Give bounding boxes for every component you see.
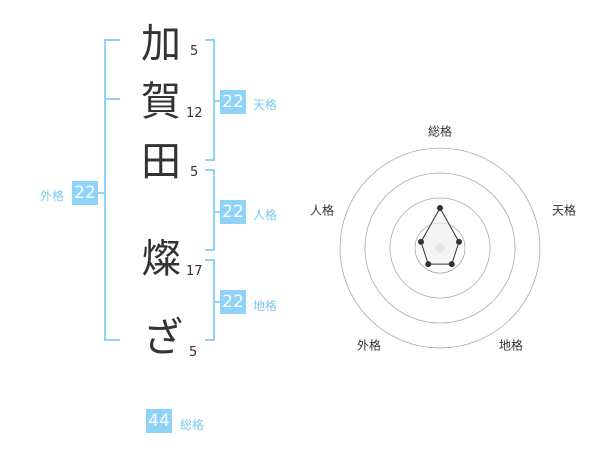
radar-point-5 <box>417 238 424 245</box>
radar-ring-4 <box>339 147 541 349</box>
name-char-3: 田 <box>141 139 181 185</box>
tenkaku-value: 22 <box>220 90 246 114</box>
radar-axis-label-3: 地格 <box>499 338 523 353</box>
gaikaku-label: 外格 <box>40 189 65 203</box>
radar-axis-label-1: 総格 <box>428 124 452 139</box>
stroke-count-3: 5 <box>190 165 199 180</box>
jinkaku-bracket <box>205 169 215 251</box>
radar-point-2 <box>456 238 463 245</box>
name-char-4: 燦 <box>141 236 181 282</box>
stroke-count-4: 17 <box>186 264 203 279</box>
tenkaku-label: 天格 <box>253 98 278 112</box>
gaikaku-value: 22 <box>72 181 98 205</box>
radar-axis-label-4: 外格 <box>357 338 381 353</box>
name-char-2: 賀 <box>141 79 181 125</box>
radar-axis-label-5: 人格 <box>310 203 334 218</box>
chikaku-value: 22 <box>220 290 246 314</box>
stroke-count-5: 5 <box>189 345 198 360</box>
radar-point-3 <box>448 261 455 268</box>
radar-series-polygon <box>420 206 460 265</box>
stroke-count-2: 12 <box>186 106 203 121</box>
gaikaku-bracket <box>104 39 120 341</box>
soukaku-label: 総格 <box>180 418 205 432</box>
radar-ring-2 <box>389 197 491 299</box>
name-char-1: 加 <box>141 21 181 67</box>
radar-axis-label-2: 天格 <box>552 203 576 218</box>
radar-point-1 <box>437 205 443 211</box>
name-char-5: ざ <box>143 315 183 361</box>
chikaku-bracket <box>205 259 215 341</box>
soukaku-value: 44 <box>146 409 172 433</box>
jinkaku-value: 22 <box>220 200 246 224</box>
radar-ring-3 <box>364 172 516 324</box>
radar-point-4 <box>425 261 432 268</box>
jinkaku-label: 人格 <box>253 208 278 222</box>
chikaku-label: 地格 <box>253 299 278 313</box>
stroke-count-1: 5 <box>190 44 199 59</box>
